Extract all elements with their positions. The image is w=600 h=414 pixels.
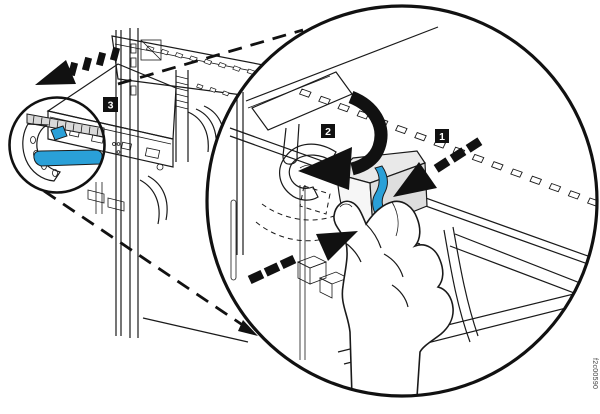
carrier-front-latch xyxy=(22,113,105,182)
magnified-view: 2 1 xyxy=(205,4,599,398)
callout-arrowhead xyxy=(238,320,258,336)
open-handle xyxy=(255,143,339,242)
rack-post xyxy=(115,28,162,338)
latch-detail-circle xyxy=(8,96,106,194)
step-3-badge: 3 xyxy=(103,97,118,112)
rotate-handle-arrow xyxy=(298,90,388,190)
step-3-label: 3 xyxy=(108,100,114,112)
step-2-badge: 2 xyxy=(321,124,335,138)
step-1-badge: 1 xyxy=(435,129,449,143)
step-1-label: 1 xyxy=(439,131,445,143)
release-handle-blue xyxy=(33,149,103,167)
release-latch-tab-blue xyxy=(50,125,68,141)
pull-out-arrow xyxy=(35,46,121,85)
magnifier-circle xyxy=(205,4,599,398)
step-2-label: 2 xyxy=(325,126,331,138)
handle-motion-arrow xyxy=(247,231,358,285)
figure-id-caption: f2c00590 xyxy=(591,358,598,389)
rail-bracket xyxy=(140,39,162,61)
callout-line-bottom xyxy=(43,189,251,332)
callout-line-top xyxy=(117,28,304,86)
press-latch-arrow xyxy=(393,137,483,197)
callout-lines xyxy=(43,28,304,336)
